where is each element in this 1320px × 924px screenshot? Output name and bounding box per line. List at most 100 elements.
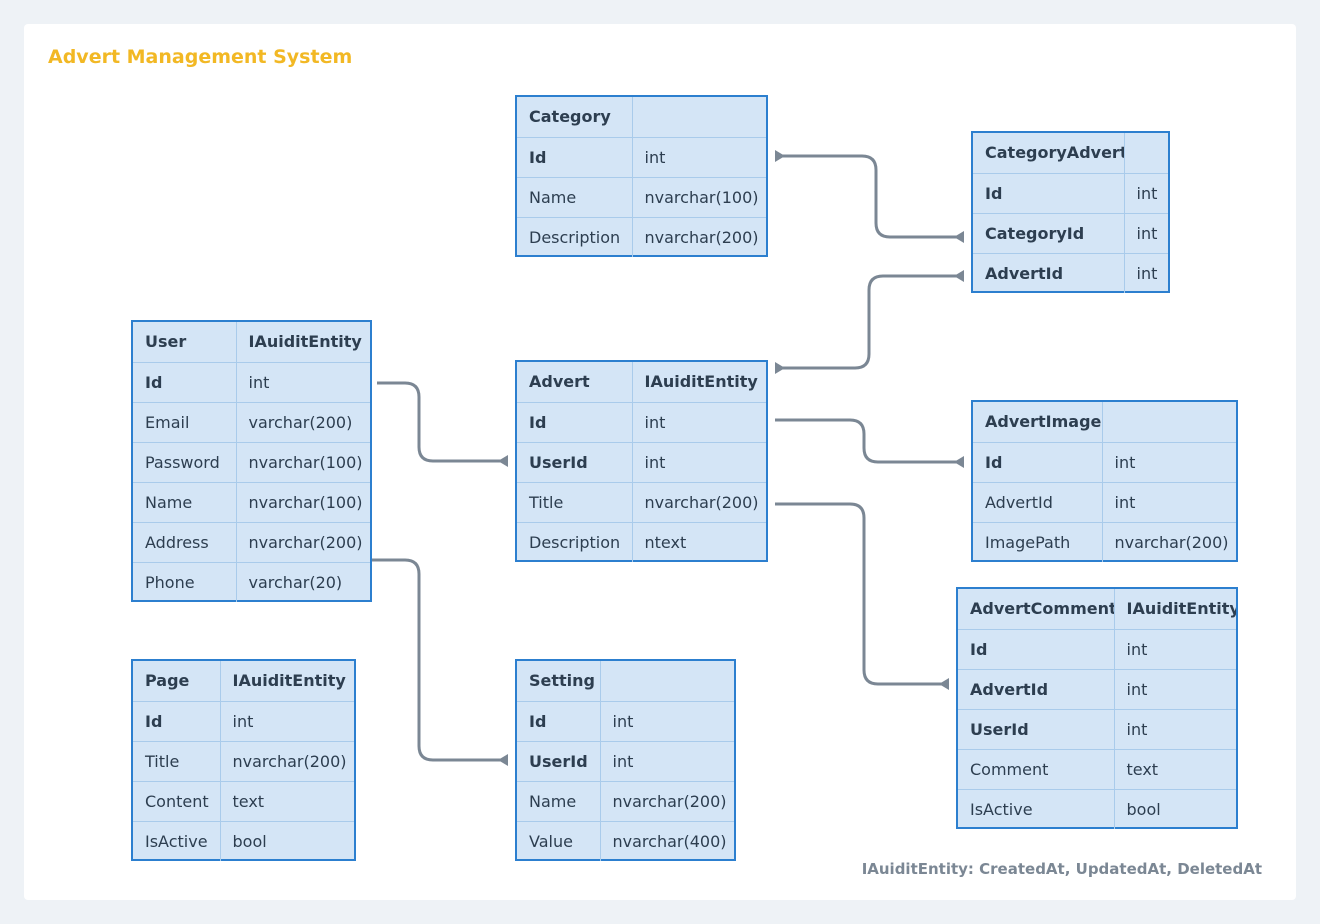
- entity-name: AdvertImage: [973, 402, 1103, 443]
- entity-header: Setting: [517, 661, 734, 702]
- entity-tag: IAuiditEntity: [631, 362, 766, 403]
- entity-name: Page: [133, 661, 221, 702]
- entity-tag: IAuiditEntity: [235, 322, 370, 363]
- field-type: int: [219, 700, 354, 742]
- field-name: Email: [133, 401, 237, 443]
- field-name: Content: [133, 780, 221, 822]
- field-type: int: [631, 136, 766, 178]
- field-type: nvarchar(200): [631, 216, 766, 257]
- field-type: text: [219, 780, 354, 822]
- field-name: Id: [517, 700, 601, 742]
- field-type: nvarchar(200): [235, 521, 370, 563]
- field-type: int: [631, 441, 766, 483]
- field-name: Id: [958, 628, 1115, 670]
- field-name: Title: [517, 481, 633, 523]
- entity-name: Setting: [517, 661, 601, 702]
- field-name: AdvertId: [973, 252, 1125, 293]
- field-name: Description: [517, 216, 633, 257]
- field-type: nvarchar(100): [631, 176, 766, 218]
- field-name: UserId: [517, 441, 633, 483]
- field-name: IsActive: [133, 820, 221, 861]
- field-name: Id: [517, 136, 633, 178]
- field-name: Comment: [958, 748, 1115, 790]
- entity-name: CategoryAdvert: [973, 133, 1125, 174]
- entity-name: Advert: [517, 362, 633, 403]
- footnote: IAuiditEntity: CreatedAt, UpdatedAt, Del…: [861, 860, 1262, 878]
- field-name: AdvertId: [973, 481, 1103, 523]
- entity-header: Category: [517, 97, 766, 138]
- field-name: UserId: [958, 708, 1115, 750]
- entity-name: Category: [517, 97, 633, 138]
- field-type: ntext: [631, 521, 766, 562]
- field-type: int: [1101, 481, 1236, 523]
- field-name: IsActive: [958, 788, 1115, 829]
- entity-header: CategoryAdvert: [973, 133, 1168, 174]
- entity-tag: [599, 661, 734, 702]
- field-type: nvarchar(200): [219, 740, 354, 782]
- field-type: int: [599, 700, 734, 742]
- field-name: AdvertId: [958, 668, 1115, 710]
- field-name: Id: [517, 401, 633, 443]
- field-name: Name: [133, 481, 237, 523]
- field-name: Title: [133, 740, 221, 782]
- field-type: nvarchar(200): [631, 481, 766, 523]
- field-type: bool: [219, 820, 354, 861]
- field-name: Id: [133, 361, 237, 403]
- field-type: nvarchar(100): [235, 441, 370, 483]
- field-type: int: [1113, 668, 1236, 710]
- field-name: Name: [517, 176, 633, 218]
- field-name: ImagePath: [973, 521, 1103, 562]
- field-name: Id: [973, 172, 1125, 214]
- entity-tag: [1123, 133, 1168, 174]
- entity-name: User: [133, 322, 237, 363]
- entity-name: AdvertComment: [958, 589, 1115, 630]
- field-name: Phone: [133, 561, 237, 602]
- field-name: Name: [517, 780, 601, 822]
- field-type: int: [1123, 172, 1168, 214]
- field-name: Address: [133, 521, 237, 563]
- field-name: Password: [133, 441, 237, 483]
- entity-tag: [1101, 402, 1236, 443]
- field-type: text: [1113, 748, 1236, 790]
- field-type: int: [631, 401, 766, 443]
- field-type: varchar(200): [235, 401, 370, 443]
- field-name: CategoryId: [973, 212, 1125, 254]
- entity-header: AdvertImage: [973, 402, 1236, 443]
- field-type: int: [1123, 212, 1168, 254]
- field-type: varchar(20): [235, 561, 370, 602]
